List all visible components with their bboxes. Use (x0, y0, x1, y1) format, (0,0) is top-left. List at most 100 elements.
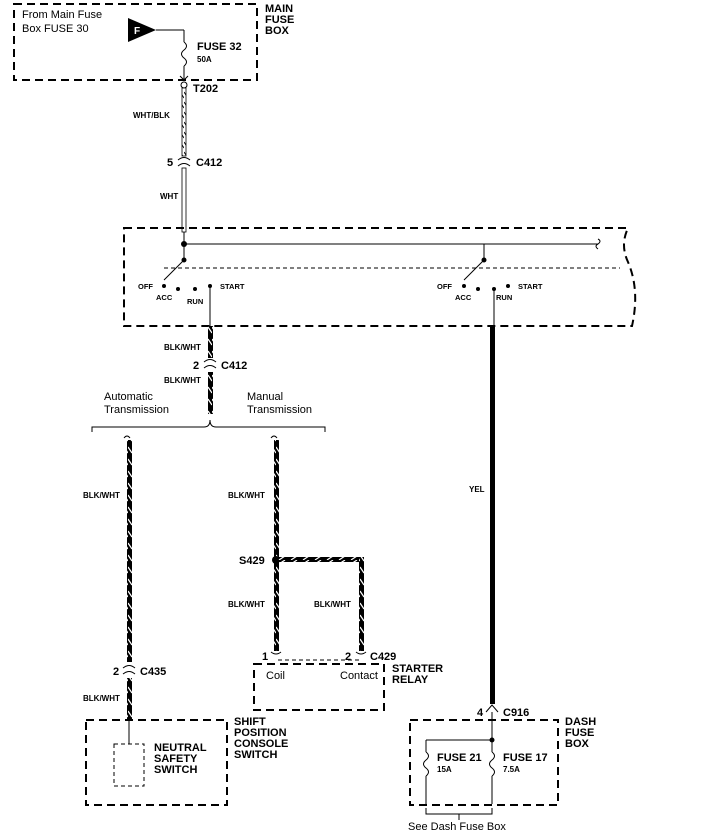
wire-blk-wht-neutral (127, 678, 132, 720)
wire-blk-wht-auto (127, 440, 132, 662)
c429-label: C429 (370, 651, 396, 663)
c429-pin-coil: 1 (262, 651, 268, 663)
wire-yel (490, 326, 495, 704)
neutral-safety-switch-icon (113, 743, 145, 787)
connector-c412-top: 5 C412 (167, 157, 222, 169)
connector-c435: 2 C435 (113, 665, 166, 678)
ignition-switch-outline (123, 227, 637, 327)
dash-fuse-box-title-1: DASH (565, 716, 596, 728)
fuse17-icon (489, 751, 495, 777)
neutral-switch-label-1: NEUTRAL (154, 742, 207, 754)
left-switch-run-contact (193, 287, 197, 291)
source-label-fuse: FUSE 30 (44, 23, 89, 35)
fuse17-rating: 7.5A (503, 765, 520, 774)
left-switch-start-label: START (220, 282, 245, 291)
left-switch-off-label: OFF (138, 282, 153, 291)
shift-position-console-switch: NEUTRAL SAFETY SWITCH SHIFT POSITION CON… (85, 716, 288, 806)
connector-c916: 4 C916 (477, 704, 529, 719)
auto-wire-start-icon (123, 435, 131, 439)
starter-relay-title-2: RELAY (392, 674, 429, 686)
right-switch-off-label: OFF (437, 282, 452, 291)
c429-pin-contact: 2 (345, 651, 351, 663)
transmission-brace-shape (91, 419, 326, 432)
wire-label-blk-wht-neutral: BLK/WHT (83, 694, 120, 703)
c412-bottom-pin: 2 (193, 360, 199, 372)
wire-label-blk-wht-a: BLK/WHT (164, 343, 201, 352)
c412-top-label: C412 (196, 157, 222, 169)
main-fuse-box-title-3: BOX (265, 25, 290, 37)
dash-fuse-box-note: See Dash Fuse Box (408, 821, 506, 833)
wire-wht (181, 167, 187, 233)
wire-label-wht: WHT (160, 192, 178, 201)
wire-blk-wht-splice-h (276, 557, 364, 562)
right-switch-start-contact (506, 284, 510, 288)
dash-fuse-box-outline (409, 719, 559, 806)
ignition-switch: OFF ACC RUN START OFF ACC RUN START (123, 227, 637, 327)
main-fuse-box-title-2: FUSE (265, 14, 294, 26)
left-switch-off-contact (162, 284, 166, 288)
c429-contact-pin-icon (355, 651, 367, 655)
dash-fuse-box: FUSE 21 15A FUSE 17 7.5A DASH FUSE BOX S… (408, 712, 596, 833)
wire-blk-wht-c412-down (208, 372, 213, 414)
source-flag-icon (128, 18, 156, 42)
c412-top-pin: 5 (167, 157, 173, 169)
fuse32-icon (181, 41, 187, 67)
wire-blk-wht-manual (274, 440, 279, 557)
wire-blk-wht-contact (359, 557, 364, 651)
right-switch-acc-label: ACC (455, 293, 472, 302)
starter-relay: 1 2 C429 Coil Contact STARTER RELAY (253, 651, 443, 711)
wire-label-wht-blk: WHT/BLK (133, 111, 170, 120)
shift-position-title-2: POSITION (234, 727, 287, 739)
starter-relay-coil-label: Coil (266, 670, 285, 682)
wire-label-blk-wht-b: BLK/WHT (164, 376, 201, 385)
c412-bottom-connector-icon (203, 359, 217, 369)
left-switch-acc-contact (176, 287, 180, 291)
fuse32-label: FUSE 32 (197, 41, 242, 53)
right-switch-run-label: RUN (496, 293, 512, 302)
branch-automatic-2: Transmission (104, 404, 169, 416)
wire-blk-wht-coil (274, 562, 279, 651)
left-switch-blade (163, 259, 185, 281)
main-fuse-box-title-1: MAIN (265, 3, 293, 15)
c412-bottom-label: C412 (221, 360, 247, 372)
shift-position-outline (85, 719, 228, 806)
fuse17-label: FUSE 17 (503, 752, 548, 764)
fuse21-label: FUSE 21 (437, 752, 482, 764)
wire-wht-blk (181, 87, 187, 157)
splice-s429-label: S429 (239, 555, 265, 567)
right-switch-start-label: START (518, 282, 543, 291)
neutral-switch-label-2: SAFETY (154, 753, 198, 765)
branch-automatic-1: Automatic (104, 391, 153, 403)
c412-top-connector-icon (177, 157, 191, 167)
neutral-switch-label-3: SWITCH (154, 764, 197, 776)
c916-label: C916 (503, 707, 529, 719)
c435-connector-icon (122, 665, 136, 675)
t202-arrow-icon (179, 75, 189, 81)
branch-manual-1: Manual (247, 391, 283, 403)
branch-manual-2: Transmission (247, 404, 312, 416)
starter-relay-outline (253, 663, 385, 711)
shift-position-title-1: SHIFT (234, 716, 266, 728)
c429-coil-pin-icon (270, 651, 282, 655)
fuse21-rating: 15A (437, 765, 452, 774)
shift-position-title-3: CONSOLE (234, 738, 288, 750)
dash-fuse-bracket (425, 808, 493, 815)
dash-fuse-box-title-3: BOX (565, 738, 590, 750)
wire-label-blk-wht-auto: BLK/WHT (83, 491, 120, 500)
right-switch-blade (463, 259, 485, 281)
c435-label: C435 (140, 666, 166, 678)
connector-c412-bottom: 2 C412 (193, 359, 247, 372)
wire-label-blk-wht-manual: BLK/WHT (228, 491, 265, 500)
ignition-bus-end-icon (595, 238, 601, 250)
transmission-brace: Automatic Transmission Manual Transmissi… (91, 391, 326, 432)
source-label-box: Box (22, 23, 41, 35)
starter-relay-contact-label: Contact (340, 670, 378, 682)
source-label-line1: From Main Fuse (22, 9, 102, 21)
left-switch-run-label: RUN (187, 297, 203, 306)
main-fuse-box: From Main Fuse Box FUSE 30 F FUSE 32 50A… (13, 3, 294, 81)
dash-fuse-box-title-2: FUSE (565, 727, 594, 739)
c916-pin: 4 (477, 707, 484, 719)
right-switch-acc-contact (476, 287, 480, 291)
main-fuse-box-outline (13, 3, 258, 81)
